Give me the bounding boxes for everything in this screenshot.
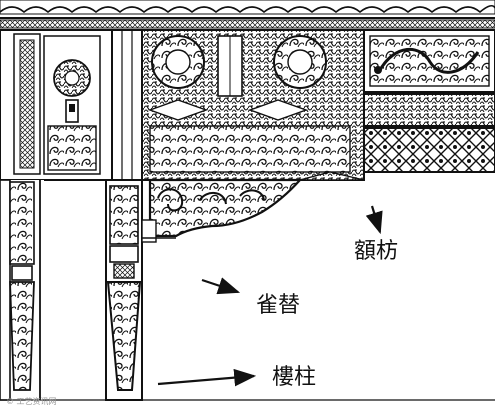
main-column — [105, 179, 176, 401]
arrow-icon — [157, 368, 257, 387]
label-architrave: 額枋 — [354, 239, 398, 264]
hanging-pendant — [106, 281, 142, 391]
upper-pillar-pair — [111, 29, 143, 181]
arrow-icon — [365, 205, 383, 235]
watermark: © 工艺资讯网 — [6, 396, 57, 406]
right-architrave-panels — [363, 29, 495, 173]
upper-frieze — [0, 19, 495, 31]
queti-bracket — [148, 171, 365, 238]
central-carved-block — [141, 29, 365, 181]
label-bracket: 雀替 — [256, 293, 300, 318]
left-column-edge — [0, 179, 44, 401]
dragon-ornament-icon — [378, 47, 480, 74]
cloud-scroll-ornament-icon — [157, 188, 184, 212]
label-column: 樓柱 — [272, 365, 316, 390]
left-lattice-panel — [0, 29, 113, 181]
roof-eave-band — [0, 0, 495, 19]
arrow-icon — [201, 277, 241, 295]
